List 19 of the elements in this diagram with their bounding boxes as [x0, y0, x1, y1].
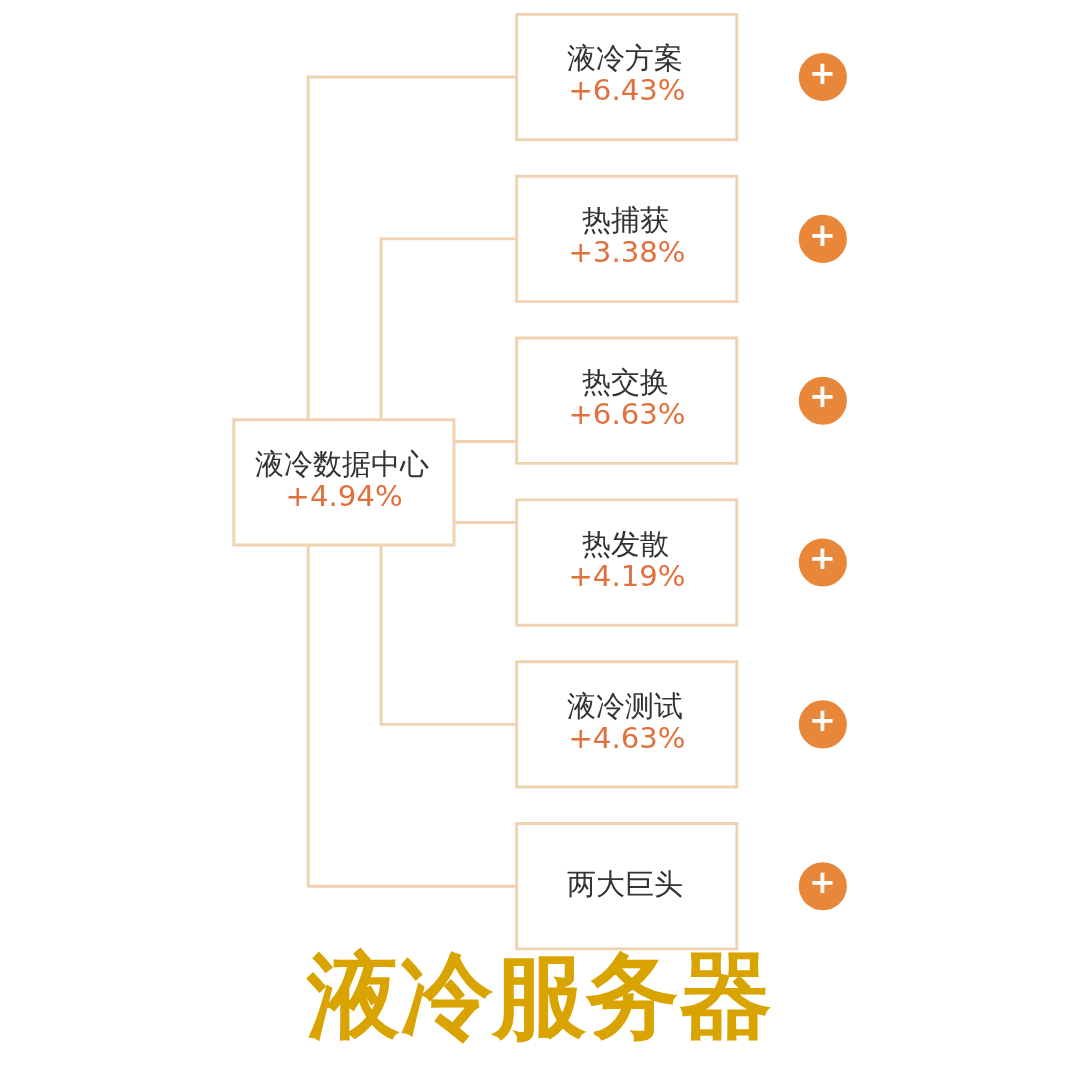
connector	[306, 545, 517, 888]
node-box: 液冷方案 +6.43%	[515, 12, 739, 142]
node-box: 液冷测试 +4.63%	[515, 660, 739, 789]
node-box: 液冷数据中心 +4.94%	[232, 418, 456, 547]
node-circle: +	[798, 214, 847, 263]
node-circle: +	[798, 53, 847, 102]
node-circle: +	[798, 862, 847, 911]
node-box: 热交换 +6.63%	[515, 336, 739, 465]
connector	[454, 521, 517, 524]
connector	[379, 237, 517, 420]
node-box: 热发散 +4.19%	[515, 498, 739, 627]
node-box: 两大巨头	[515, 822, 739, 951]
connector	[306, 75, 517, 420]
connector	[454, 440, 517, 443]
node-circle: +	[798, 376, 847, 425]
node-box: 热捕获 +3.38%	[515, 174, 739, 304]
node-circle: +	[798, 700, 847, 749]
connector	[379, 545, 517, 726]
node-circle: +	[798, 538, 847, 587]
